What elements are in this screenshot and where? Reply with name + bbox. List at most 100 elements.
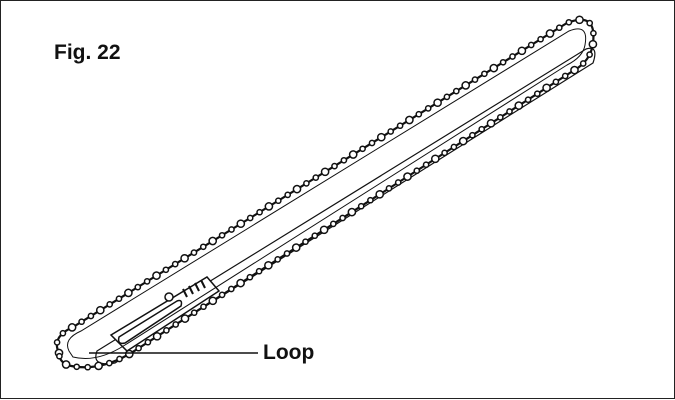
chain-link (452, 87, 460, 95)
chain-link (489, 63, 499, 73)
chain-link (302, 238, 309, 246)
chain-link (405, 115, 414, 125)
chain-link (190, 309, 198, 317)
chain-link (94, 361, 103, 371)
chain-link (180, 253, 189, 263)
chain-link (496, 114, 504, 121)
chain-link (579, 60, 587, 67)
chain-link (542, 83, 551, 93)
chain-link (441, 149, 448, 157)
chain-link (59, 329, 67, 337)
chain-link (537, 35, 544, 43)
chain-link (509, 53, 516, 60)
chain-link (95, 305, 105, 315)
chain-link (283, 250, 291, 257)
chain-link (469, 131, 476, 139)
saw-chain-icon (53, 15, 598, 371)
chain-link (506, 108, 513, 115)
chain-link (152, 331, 162, 341)
chain-link (561, 72, 569, 80)
chain-link (375, 189, 385, 199)
chain-link (163, 327, 170, 334)
chain-link (116, 355, 123, 363)
chain-link (236, 278, 245, 288)
chain-link (84, 363, 92, 371)
chain-link (499, 58, 507, 66)
chain-link (246, 273, 254, 281)
chain-link (339, 214, 346, 222)
chain-link (218, 291, 226, 299)
chain-link (396, 122, 404, 130)
chain-link (115, 295, 123, 303)
chain-link (348, 150, 358, 159)
chain-link (387, 128, 395, 135)
chain-link (67, 323, 77, 332)
chain-link (180, 314, 190, 323)
chain-link (367, 196, 374, 204)
chain-link (527, 41, 535, 49)
chain-link (461, 81, 471, 90)
chain-link (255, 267, 263, 275)
chain-link (524, 96, 532, 104)
chain-link (340, 156, 348, 164)
chain-link (303, 180, 310, 187)
chain-link (143, 278, 151, 285)
chain-link (478, 125, 486, 133)
tension-marks (182, 279, 206, 298)
chain-link (135, 344, 142, 352)
chain-link (106, 301, 114, 308)
chain-link (311, 232, 319, 240)
chain-link (458, 136, 468, 146)
chain-link (359, 145, 366, 153)
loop-callout-label: Loop (263, 341, 315, 364)
chain-link (331, 162, 338, 170)
chain-link (403, 172, 412, 181)
chain-link (284, 191, 292, 199)
chain-link (124, 288, 133, 298)
chain-link (552, 78, 560, 86)
chain-link (533, 90, 541, 98)
chain-link (415, 110, 423, 118)
chain-link (586, 19, 594, 27)
chain-link (246, 214, 254, 222)
chain-link (274, 197, 282, 205)
chain-link (590, 29, 597, 37)
chain-link (56, 352, 63, 360)
chain-link (312, 174, 320, 181)
chain-link (87, 312, 95, 320)
chain-link (61, 360, 71, 369)
chain-link (545, 29, 555, 38)
chain-link (394, 179, 402, 186)
chain-link (124, 349, 134, 359)
chain-inner-outline (67, 28, 587, 359)
chain-link (376, 132, 386, 142)
chain-link (575, 15, 584, 25)
chain-link (200, 303, 207, 311)
chain-link (152, 271, 161, 280)
chain-link (433, 98, 442, 108)
chain-link (144, 338, 152, 346)
chain-link (385, 185, 393, 192)
chain-link (424, 105, 432, 112)
chain-link (319, 225, 329, 235)
chain-link (134, 283, 142, 291)
chain-link (471, 76, 479, 83)
chain-link (450, 143, 458, 151)
chain-link (422, 161, 430, 169)
chain-link (565, 18, 573, 26)
chain-link (570, 65, 579, 75)
chain-link (586, 51, 593, 58)
chain-link (53, 339, 61, 346)
chain-link (292, 184, 302, 194)
chain-link (199, 243, 207, 251)
chain-link (208, 296, 218, 306)
chain-link (514, 101, 524, 110)
figure-title: Fig. 22 (54, 41, 121, 64)
chain-link (517, 46, 527, 56)
chain-link (172, 321, 180, 328)
chain-link (171, 260, 179, 268)
chain-link (486, 118, 496, 128)
chain-link (329, 220, 337, 228)
chain-link (347, 207, 357, 217)
